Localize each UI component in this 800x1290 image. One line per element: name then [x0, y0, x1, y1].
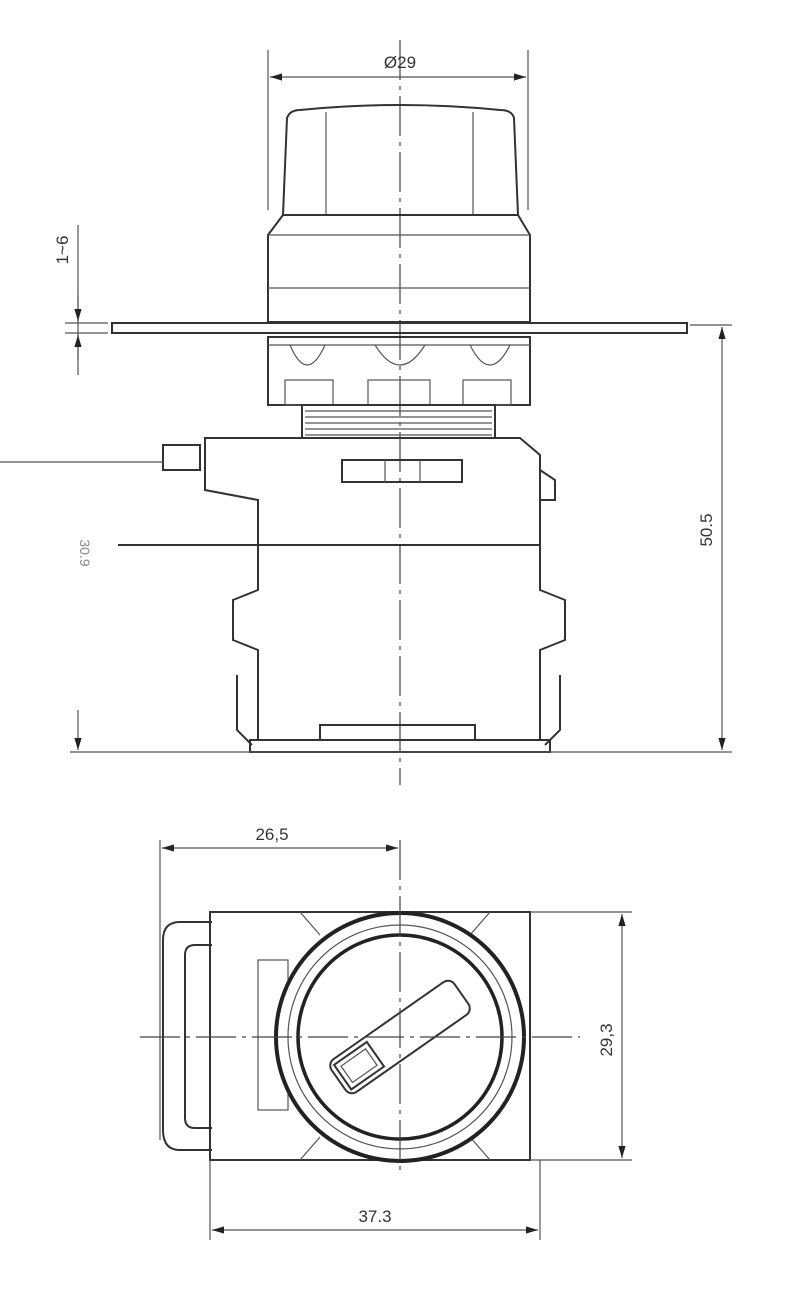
offset-label: 26,5 [255, 825, 288, 844]
bottom-height-label: 29,3 [597, 1023, 616, 1056]
side-view: Ø29 1~6 30.9 50.5 [0, 40, 732, 785]
diameter-label: Ø29 [384, 53, 416, 72]
handle [162, 921, 212, 1151]
body-outline [209, 911, 531, 1161]
contact-block-lower [232, 545, 566, 740]
thread [301, 404, 496, 439]
mounting-nut [267, 336, 531, 406]
latch [162, 444, 201, 471]
indicator-window [341, 459, 463, 483]
contact-block-upper [204, 437, 541, 546]
panel-thickness-label: 1~6 [53, 236, 72, 265]
key-lever [329, 979, 471, 1095]
selector-knob [282, 104, 519, 216]
mounting-panel [111, 322, 688, 334]
width-label: 37.3 [358, 1207, 391, 1226]
body-width-label: 30.9 [77, 539, 93, 566]
bottom-view: 26,5 29,3 37.3 [140, 825, 632, 1240]
bezel-collar [267, 214, 531, 323]
height-label: 50.5 [697, 513, 716, 546]
